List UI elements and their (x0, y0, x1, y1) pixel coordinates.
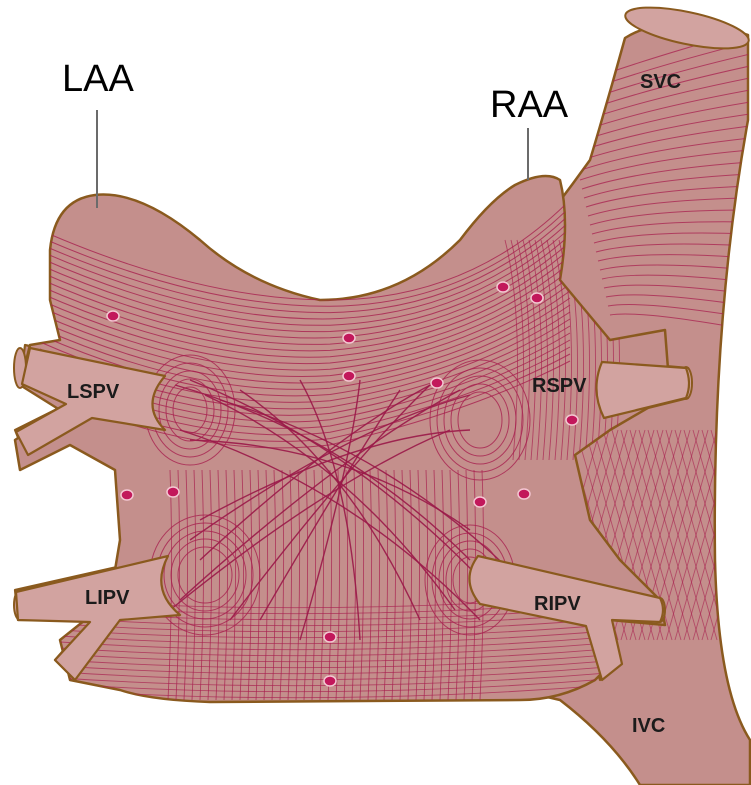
rspv-label: RSPV (532, 375, 587, 397)
lipv-label: LIPV (85, 587, 130, 609)
laa-label: LAA (62, 60, 134, 98)
ivc-label: IVC (632, 715, 665, 737)
node-dot (343, 371, 355, 381)
node-dot (324, 676, 336, 686)
node-dot (474, 497, 486, 507)
ripv-label: RIPV (534, 593, 581, 615)
fiber-line (720, 430, 751, 640)
node-dot (107, 311, 119, 321)
node-dot (518, 489, 530, 499)
node-dot (343, 333, 355, 343)
lspv-label: LSPV (67, 381, 120, 403)
raa-label: RAA (490, 86, 568, 124)
node-dot (167, 487, 179, 497)
node-dot (324, 632, 336, 642)
node-dot (431, 378, 443, 388)
node-dot (531, 293, 543, 303)
svc-label: SVC (640, 71, 681, 93)
node-dot (566, 415, 578, 425)
node-dot (121, 490, 133, 500)
node-dot (497, 282, 509, 292)
fiber-line (720, 430, 751, 640)
fiber-line (729, 430, 751, 640)
fiber-line (729, 430, 751, 640)
